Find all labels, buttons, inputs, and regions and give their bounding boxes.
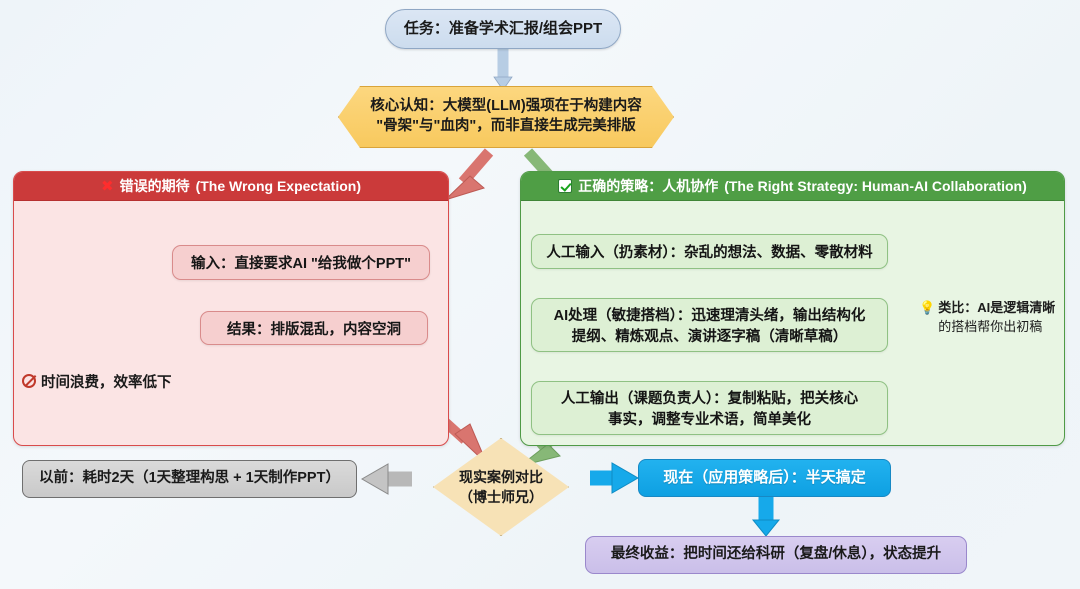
core-insight-node[interactable]: 核心认知：大模型(LLM)强项在于构建内容 "骨架"与"血肉"，而非直接生成完美… <box>338 86 674 148</box>
human-input-box[interactable]: 人工输入（扔素材）：杂乱的想法、数据、零散材料 <box>531 234 888 269</box>
connector-task-to-insight <box>493 49 513 91</box>
analogy-note: 💡 类比：AI是逻辑清晰的搭档帮你出初稿 <box>919 299 1064 337</box>
right-strategy-panel: 正确的策略：人机协作 (The Right Strategy: Human-AI… <box>520 171 1065 446</box>
lightbulb-icon: 💡 <box>919 300 936 315</box>
wrong-expectation-panel: ✖ 错误的期待 (The Wrong Expectation) 输入：直接要求A… <box>13 171 449 446</box>
diamond-line2: （博士师兄） <box>459 489 543 505</box>
wrong-waste-outcome: 时间浪费，效率低下 <box>22 369 212 393</box>
core-insight-line2: "骨架"与"血肉"，而非直接生成完美排版 <box>376 118 636 134</box>
connector-insight-to-wrong <box>444 148 494 201</box>
analogy-bold: 类比：AI是逻辑清晰 <box>938 300 1056 315</box>
right-panel-body: 人工输入（扔素材）：杂乱的想法、数据、零散材料 AI处理（敏捷搭档）：迅速理清头… <box>521 201 1064 445</box>
final-benefit-node[interactable]: 最终收益：把时间还给科研（复盘/休息），状态提升 <box>585 536 967 574</box>
human-output-line1: 人工输出（课题负责人）：复制粘贴，把关核心 <box>560 391 859 407</box>
wrong-panel-body: 输入：直接要求AI "给我做个PPT" 结果：排版混乱，内容空洞 时间浪费，效率… <box>14 201 448 445</box>
now-node[interactable]: 现在（应用策略后）：半天搞定 <box>638 459 891 497</box>
prohibited-icon <box>22 374 36 388</box>
wrong-header-en: (The Wrong Expectation) <box>195 178 361 194</box>
wrong-waste-label: 时间浪费，效率低下 <box>41 374 172 391</box>
final-benefit-label: 最终收益：把时间还给科研（复盘/休息），状态提升 <box>610 546 942 563</box>
now-label: 现在（应用策略后）：半天搞定 <box>663 468 866 486</box>
human-output-line2: 事实，调整专业术语，简单美化 <box>608 412 811 428</box>
core-insight-line1: 核心认知：大模型(LLM)强项在于构建内容 <box>370 98 642 115</box>
connector-now-to-benefit <box>751 497 781 537</box>
human-input-label: 人工输入（扔素材）：杂乱的想法、数据、零散材料 <box>546 245 873 261</box>
right-header-en: (The Right Strategy: Human-AI Collaborat… <box>724 178 1027 194</box>
human-output-box[interactable]: 人工输出（课题负责人）：复制粘贴，把关核心 事实，调整专业术语，简单美化 <box>531 381 888 435</box>
check-mark-icon <box>558 179 573 193</box>
ai-process-line2: 提纲、精炼观点、演讲逐字稿（清晰草稿） <box>571 329 848 345</box>
wrong-result-box[interactable]: 结果：排版混乱，内容空洞 <box>200 311 428 345</box>
wrong-panel-header: ✖ 错误的期待 (The Wrong Expectation) <box>14 172 448 201</box>
case-comparison-diamond[interactable]: 现实案例对比 （博士师兄） <box>433 438 569 536</box>
right-header-cn: 正确的策略：人机协作 <box>578 178 719 194</box>
task-label: 任务：准备学术汇报/组会PPT <box>403 19 603 37</box>
connector-diamond-to-before <box>360 463 412 495</box>
ai-process-line1: AI处理（敏捷搭档）：迅速理清头绪，输出结构化 <box>553 308 866 324</box>
before-label: 以前：耗时2天（1天整理构思 + 1天制作PPT） <box>39 470 340 487</box>
wrong-input-label: 输入：直接要求AI "给我做个PPT" <box>191 256 411 272</box>
wrong-input-box[interactable]: 输入：直接要求AI "给我做个PPT" <box>172 245 430 280</box>
wrong-result-label: 结果：排版混乱，内容空洞 <box>227 321 401 338</box>
wrong-header-cn: 错误的期待 <box>119 178 190 194</box>
right-panel-header: 正确的策略：人机协作 (The Right Strategy: Human-AI… <box>521 172 1064 201</box>
before-node[interactable]: 以前：耗时2天（1天整理构思 + 1天制作PPT） <box>22 460 357 498</box>
ai-process-box[interactable]: AI处理（敏捷搭档）：迅速理清头绪，输出结构化 提纲、精炼观点、演讲逐字稿（清晰… <box>531 298 888 352</box>
analogy-rest: 的搭档帮你出初稿 <box>938 318 1043 334</box>
diamond-line1: 现实案例对比 <box>459 468 543 485</box>
cross-mark-icon: ✖ <box>101 178 114 195</box>
connector-diamond-to-now <box>590 462 640 494</box>
task-node[interactable]: 任务：准备学术汇报/组会PPT <box>385 9 621 49</box>
